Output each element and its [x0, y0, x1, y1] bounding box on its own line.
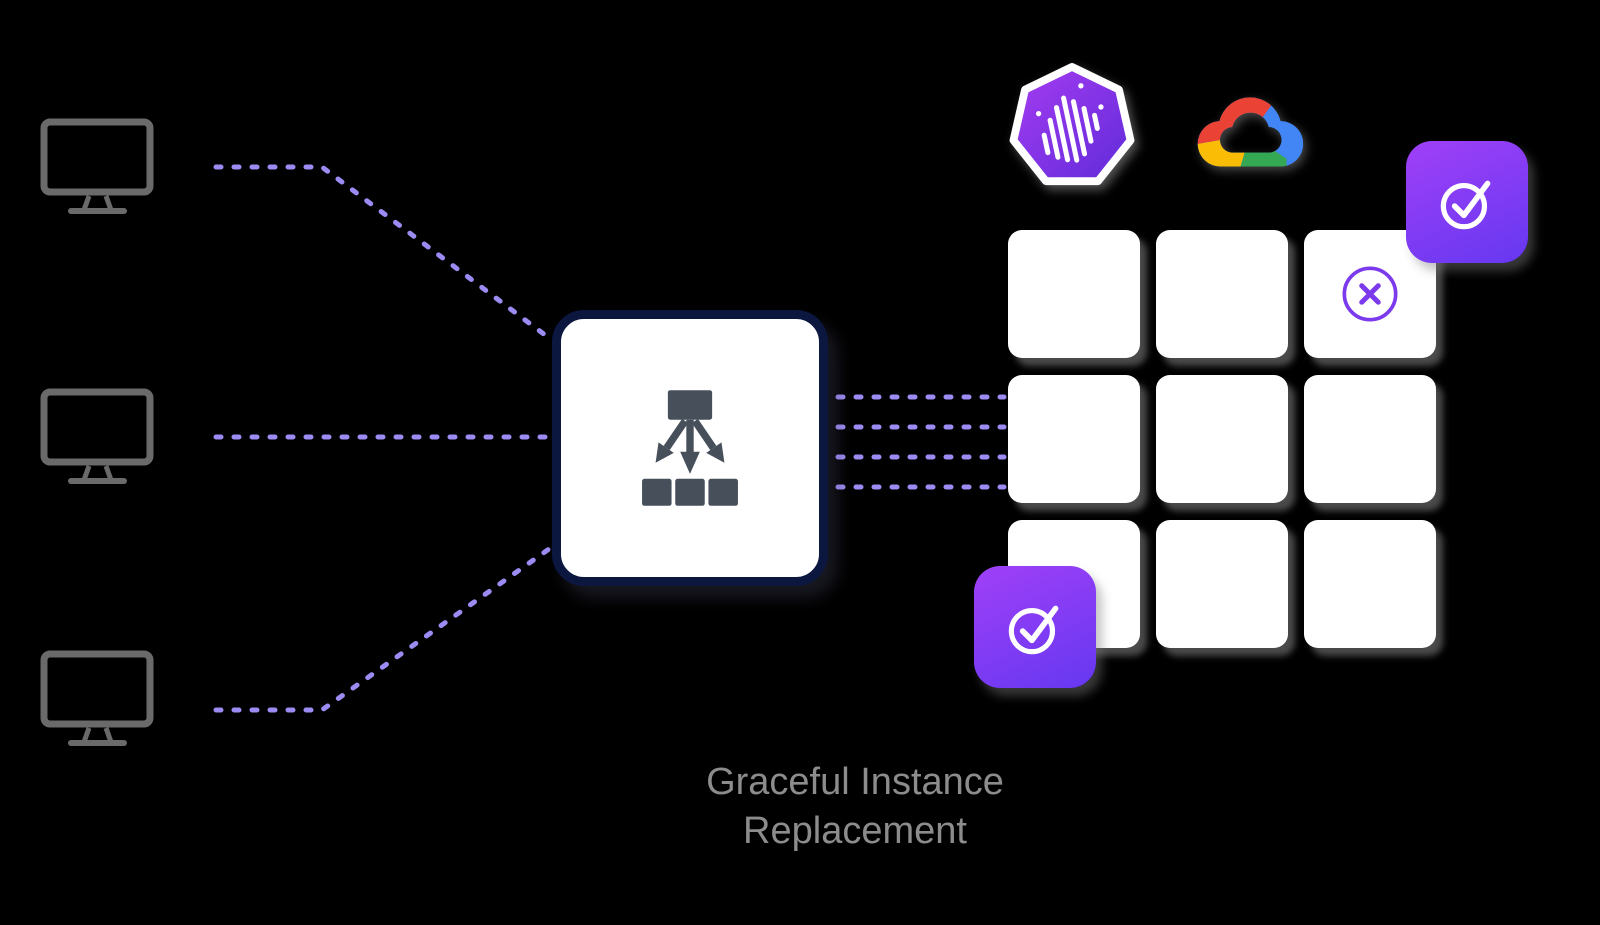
google-cloud-logo	[1182, 74, 1320, 186]
x-circle-icon	[1342, 266, 1398, 322]
check-badge-top-right	[1406, 141, 1528, 263]
instance-cell-r2c2	[1156, 375, 1288, 503]
caption-line-1: Graceful Instance	[706, 761, 1004, 803]
instance-grid	[1008, 230, 1436, 648]
client-monitor-1	[40, 118, 155, 218]
instance-cell-r3c3	[1304, 520, 1436, 648]
spot-octagon-logo	[1003, 56, 1141, 198]
instance-cell-r2c3	[1304, 375, 1436, 503]
client-monitor-3	[40, 650, 155, 750]
instance-cell-r3c2	[1156, 520, 1288, 648]
instance-cell-r1c2	[1156, 230, 1288, 358]
client1-to-lb-line	[213, 164, 552, 341]
monitor-icon	[40, 650, 154, 746]
diagram-caption: Graceful Instance Replacement	[540, 758, 1170, 856]
monitor-icon	[40, 388, 154, 484]
monitor-icon	[40, 118, 154, 214]
load-balancer-box	[552, 310, 828, 586]
check-circle-icon	[1440, 180, 1491, 230]
check-badge-bottom-left	[974, 566, 1096, 688]
client-monitor-2	[40, 388, 155, 488]
instance-cell-r1c1	[1008, 230, 1140, 358]
instance-cell-r2c1	[1008, 375, 1140, 503]
caption-line-2: Replacement	[743, 810, 967, 852]
load-balancer-icon	[642, 390, 738, 506]
client3-to-lb-line	[213, 546, 552, 713]
check-circle-icon	[1008, 605, 1059, 655]
